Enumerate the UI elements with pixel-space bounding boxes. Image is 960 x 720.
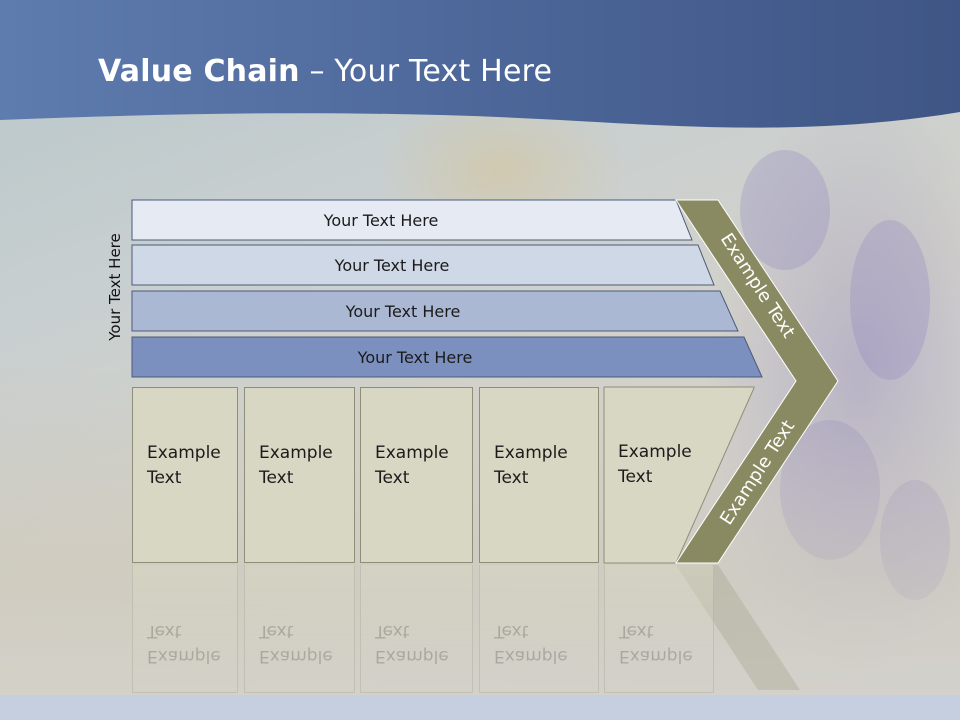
footer-band: [0, 695, 960, 720]
band-row-1: Your Text Here: [132, 200, 688, 240]
activity-box-3: Example Text: [360, 387, 473, 563]
box-5-line1: Example: [618, 442, 692, 462]
band-shape-4: [131, 336, 763, 378]
band-row-2: Your Text Here: [132, 245, 710, 285]
box-1-line2: Text: [147, 468, 182, 488]
activity-box-1: Example Text: [132, 387, 238, 563]
box-1-line1: Example: [147, 443, 221, 463]
box-4-line1: Example: [494, 443, 568, 463]
band-shape-1: [131, 199, 693, 241]
box-5-line2: Text: [618, 467, 653, 487]
band-row-4: Your Text Here: [132, 337, 756, 377]
lavender-blur: [850, 220, 930, 380]
box-2-line2: Text: [259, 468, 294, 488]
band-row-3: Your Text Here: [132, 291, 732, 331]
band-label-2: Your Text Here: [334, 255, 450, 275]
band-shape-2: [131, 244, 715, 286]
box-2-line1: Example: [259, 443, 333, 463]
band-shape-3: [131, 290, 739, 332]
page-title: Value Chain – Your Text Here: [98, 54, 552, 89]
box-shape-5: [603, 386, 755, 564]
box-4-line2: Text: [494, 468, 529, 488]
chevron-shape: [675, 199, 839, 564]
header-banner: [0, 0, 960, 128]
box-3-line2: Text: [375, 468, 410, 488]
band-label-4: Your Text Here: [357, 347, 473, 367]
activity-box-4: Example Text: [479, 387, 599, 563]
lavender-blur: [740, 150, 830, 270]
activity-box-5: Example Text: [604, 387, 714, 563]
box-3-line1: Example: [375, 443, 449, 463]
band-label-3: Your Text Here: [345, 301, 461, 321]
title-rest: – Your Text Here: [299, 54, 553, 89]
title-bold: Value Chain: [98, 54, 300, 89]
activity-box-2: Example Text: [244, 387, 355, 563]
band-label-1: Your Text Here: [323, 210, 439, 230]
